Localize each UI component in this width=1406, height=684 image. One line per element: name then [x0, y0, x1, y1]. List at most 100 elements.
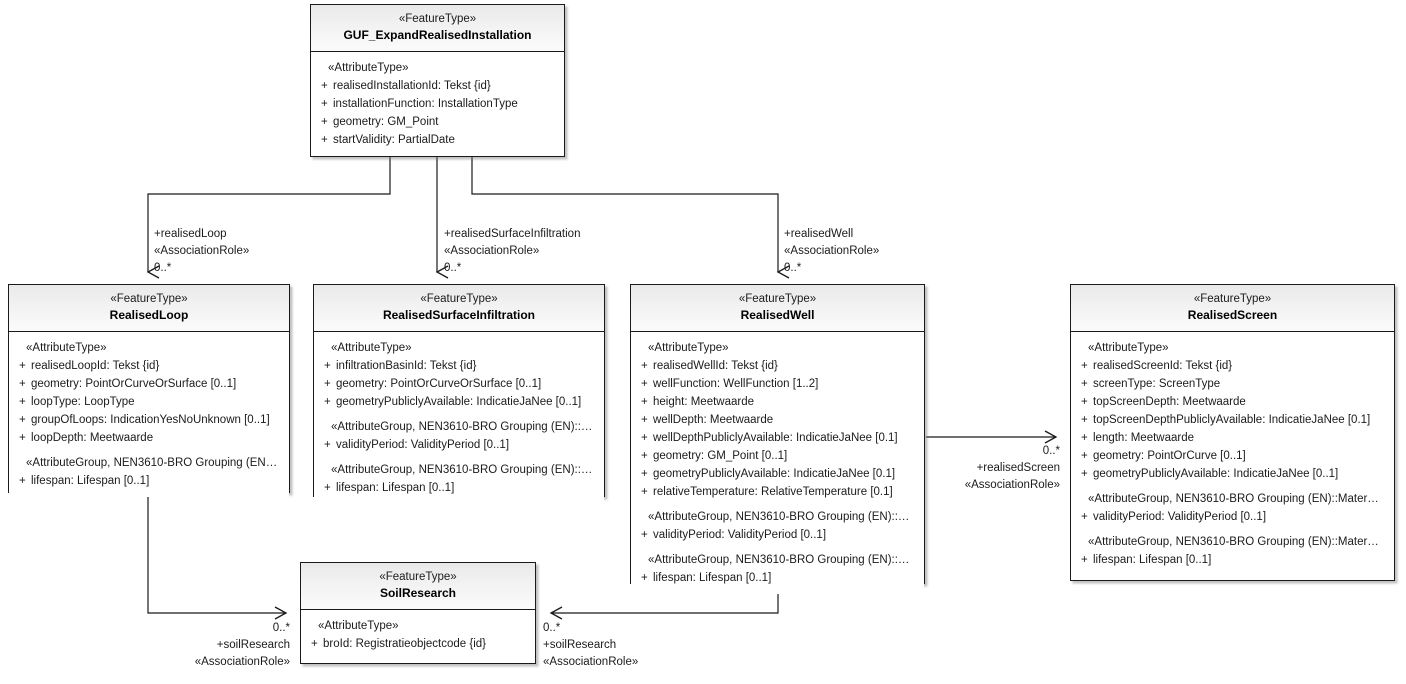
class-body-soilresearch: «AttributeType» + broId: Registratieobje… — [301, 610, 535, 660]
attribute-row: + length: Meetwaarde — [1071, 429, 1394, 447]
class-stereotype: «FeatureType» — [379, 571, 457, 583]
attribute-signature: broId: Registratieobjectcode {id} — [323, 638, 487, 650]
attribute-row: + wellDepthPubliclyAvailable: IndicatieJ… — [631, 429, 924, 447]
attribute-row: + relativeTemperature: RelativeTemperatu… — [631, 483, 924, 501]
attribute-visibility: + — [19, 475, 26, 487]
attribute-row: + geometry: GM_Point [0..1] — [631, 447, 924, 465]
association-label-realisedwell: +realisedWell «AssociationRole» 0..* — [784, 226, 879, 277]
class-box-realisedwell[interactable]: «FeatureType» RealisedWell «AttributeTyp… — [630, 284, 925, 594]
attribute-group-label: «AttributeGroup, NEN3610-BRO Grouping (E… — [648, 511, 910, 523]
class-body-realisedsurfaceinfiltration: «AttributeType» + infiltrationBasinId: T… — [314, 332, 604, 504]
attribute-signature: screenType: ScreenType — [1093, 378, 1221, 390]
attribute-signature: realisedInstallationId: Tekst {id} — [333, 80, 491, 92]
association-role-realisedloop: +realisedLoop — [154, 228, 227, 240]
class-box-guf-expandrealisedinstallation[interactable]: «FeatureType» GUF_ExpandRealisedInstalla… — [310, 4, 565, 157]
attribute-visibility: + — [324, 439, 331, 451]
attribute-visibility: + — [641, 396, 648, 408]
attribute-row: + realisedScreenId: Tekst {id} — [1071, 357, 1394, 375]
association-multiplicity-realisedwell: 0..* — [784, 262, 802, 274]
attribute-signature: geometry: PointOrCurveOrSurface [0..1] — [31, 378, 237, 390]
class-header-realisedwell: «FeatureType» RealisedWell — [631, 285, 924, 332]
attribute-visibility: + — [19, 360, 26, 372]
association-stereotype-soilresearch-well: «AssociationRole» — [543, 656, 639, 668]
attribute-signature: lifespan: Lifespan [0..1] — [1093, 554, 1212, 566]
attribute-visibility: + — [1081, 468, 1088, 480]
association-multiplicity-soilresearch-well: 0..* — [543, 622, 561, 634]
attribute-visibility: + — [321, 80, 328, 92]
attribute-signature: geometry: GM_Point — [333, 116, 439, 128]
class-body-realisedwell: «AttributeType» + realisedWellId: Tekst … — [631, 332, 924, 594]
attribute-row: + lifespan: Lifespan [0..1] — [9, 472, 289, 490]
attribute-visibility: + — [641, 486, 648, 498]
class-box-soilresearch[interactable]: «FeatureType» SoilResearch «AttributeTyp… — [300, 562, 536, 664]
attribute-signature: validityPeriod: ValidityPeriod [0..1] — [336, 439, 510, 451]
association-multiplicity-realisedsurfaceinfiltration: 0..* — [444, 262, 462, 274]
compartment-spacer — [9, 447, 289, 454]
class-stereotype: «FeatureType» — [738, 293, 817, 305]
attribute-visibility: + — [321, 116, 328, 128]
class-name: GUF_ExpandRealisedInstallation — [343, 28, 532, 42]
class-body-realisedscreen: «AttributeType» + realisedScreenId: Teks… — [1071, 332, 1394, 576]
attribute-group-label: «AttributeType» — [1088, 342, 1169, 354]
attribute-row: + geometryPubliclyAvailable: IndicatieJa… — [631, 465, 924, 483]
attribute-row: + geometry: PointOrCurveOrSurface [0..1] — [9, 375, 289, 393]
compartment-spacer — [631, 544, 924, 551]
class-name: RealisedLoop — [109, 308, 189, 322]
attribute-visibility: + — [324, 378, 331, 390]
association-stereotype-soilresearch-loop: «AssociationRole» — [194, 656, 290, 668]
association-multiplicity-realisedscreen: 0..* — [1042, 445, 1060, 457]
attribute-row: + wellFunction: WellFunction [1..2] — [631, 375, 924, 393]
association-role-soilresearch-loop: +soilResearch — [216, 639, 290, 651]
class-box-realisedloop[interactable]: «FeatureType» RealisedLoop «AttributeTyp… — [8, 284, 290, 497]
attribute-signature: lifespan: Lifespan [0..1] — [31, 475, 150, 487]
class-name: RealisedSurfaceInfiltration — [382, 308, 536, 322]
attribute-visibility: + — [311, 638, 318, 650]
attribute-visibility: + — [1081, 432, 1088, 444]
attribute-group-label: «AttributeType» — [318, 620, 399, 632]
attribute-row: + topScreenDepth: Meetwaarde — [1071, 393, 1394, 411]
attribute-group-label: «AttributeGroup, NEN3610-BRO Grouping (E… — [1088, 493, 1379, 505]
attribute-row: + groupOfLoops: IndicationYesNoUnknown [… — [9, 411, 289, 429]
class-header-guf: «FeatureType» GUF_ExpandRealisedInstalla… — [311, 5, 564, 52]
attribute-signature: loopDepth: Meetwaarde — [31, 432, 154, 444]
attribute-visibility: + — [1081, 450, 1088, 462]
attribute-signature: wellDepth: Meetwaarde — [653, 414, 774, 426]
attribute-signature: validityPeriod: ValidityPeriod [0..1] — [653, 529, 827, 541]
association-stereotype-realisedsurfaceinfiltration: «AssociationRole» — [444, 245, 540, 257]
class-name: RealisedWell — [740, 308, 815, 322]
class-stereotype: «FeatureType» — [398, 13, 477, 25]
attribute-visibility: + — [19, 378, 26, 390]
attribute-row: + geometry: PointOrCurveOrSurface [0..1] — [314, 375, 604, 393]
attribute-signature: geometry: GM_Point [0..1] — [653, 450, 788, 462]
attribute-signature: realisedScreenId: Tekst {id} — [1093, 360, 1233, 372]
attribute-visibility: + — [641, 360, 648, 372]
association-stereotype-realisedwell: «AssociationRole» — [784, 245, 880, 257]
attribute-visibility: + — [641, 414, 648, 426]
attribute-signature: geometryPubliclyAvailable: IndicatieJaNe… — [1093, 468, 1339, 480]
attribute-row: + realisedWellId: Tekst {id} — [631, 357, 924, 375]
association-stereotype-realisedscreen: «AssociationRole» — [964, 479, 1060, 491]
class-stereotype: «FeatureType» — [1193, 293, 1272, 305]
attribute-visibility: + — [641, 468, 648, 480]
attribute-visibility: + — [641, 450, 648, 462]
association-role-realisedsurfaceinfiltration: +realisedSurfaceInfiltration — [444, 228, 581, 240]
attribute-signature: realisedLoopId: Tekst {id} — [31, 360, 160, 372]
attribute-row: + infiltrationBasinId: Tekst {id} — [314, 357, 604, 375]
attribute-row: + lifespan: Lifespan [0..1] — [1071, 551, 1394, 569]
attribute-visibility: + — [321, 134, 328, 146]
attribute-row: + installationFunction: InstallationType — [311, 95, 564, 113]
attribute-signature: height: Meetwaarde — [653, 396, 755, 408]
attribute-row: + geometry: PointOrCurve [0..1] — [1071, 447, 1394, 465]
attribute-row: + broId: Registratieobjectcode {id} — [301, 635, 535, 653]
class-box-realisedscreen[interactable]: «FeatureType» RealisedScreen «AttributeT… — [1070, 284, 1395, 581]
attribute-row: + loopDepth: Meetwaarde — [9, 429, 289, 447]
association-role-realisedscreen: +realisedScreen — [976, 462, 1060, 474]
class-name: SoilResearch — [379, 586, 457, 600]
class-header-realisedsurfaceinfiltration: «FeatureType» RealisedSurfaceInfiltratio… — [314, 285, 604, 332]
class-box-realisedsurfaceinfiltration[interactable]: «FeatureType» RealisedSurfaceInfiltratio… — [313, 284, 605, 504]
attribute-signature: lifespan: Lifespan [0..1] — [653, 572, 772, 584]
compartment-spacer — [631, 501, 924, 508]
attribute-visibility: + — [641, 572, 648, 584]
attribute-row: + validityPeriod: ValidityPeriod [0..1] — [314, 436, 604, 454]
